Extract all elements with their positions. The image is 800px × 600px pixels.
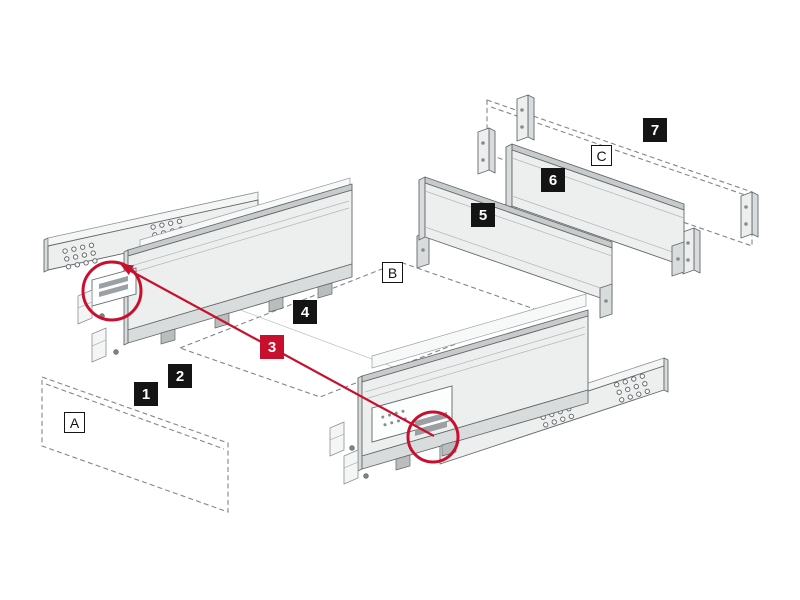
front-panel-outline (41, 376, 229, 513)
right-front-fixing-brackets (329, 421, 369, 485)
arrow-icon (120, 264, 134, 275)
rear-fixing-bracket (682, 227, 701, 275)
callout-number-5: 5 (471, 203, 495, 227)
right-drawer-side-panel (357, 293, 589, 472)
callout-number-7: 7 (643, 118, 667, 142)
callout-number-6: 6 (541, 168, 565, 192)
left-drawer-side-panel (91, 177, 353, 346)
rail-hole-cluster (614, 373, 650, 403)
right-front-connector-plate (371, 385, 453, 443)
callout-letter-b: B (382, 262, 403, 283)
rear-fixing-bracket (477, 127, 496, 175)
callout-number-3-highlighted: 3 (260, 335, 284, 359)
left-front-fixing-brackets (77, 289, 119, 363)
callout-letter-a: A (64, 412, 85, 433)
rear-fixing-brackets-group (477, 94, 759, 275)
rear-fixing-bracket (740, 191, 759, 239)
rear-fixing-bracket (516, 94, 535, 142)
highlight-circle-left (81, 260, 143, 322)
rail-hole-cluster (62, 242, 98, 270)
callout-number-2: 2 (168, 364, 192, 388)
callout-number-1: 1 (134, 382, 158, 406)
left-front-connector-plate (91, 267, 137, 307)
callout-number-4: 4 (293, 300, 317, 324)
highlight-circle-right (406, 410, 460, 464)
callout-letter-c: C (591, 145, 612, 166)
